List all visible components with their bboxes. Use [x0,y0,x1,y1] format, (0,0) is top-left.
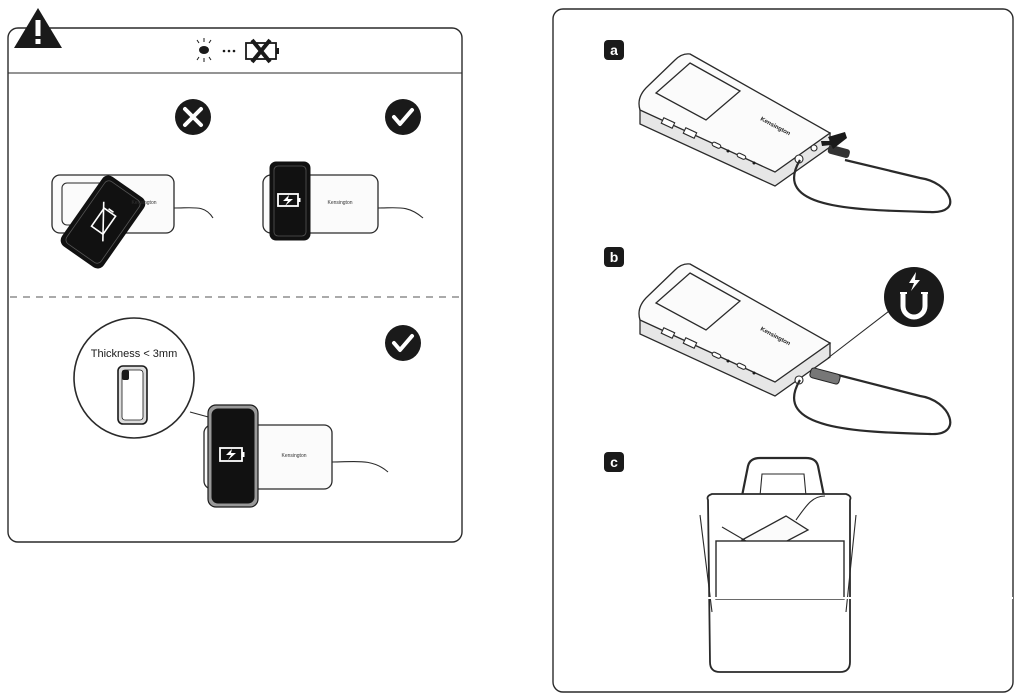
insert-arrow-icon [821,132,847,149]
step-badge-c: c [604,452,624,472]
battery-crossed-icon [90,201,117,242]
check-circle-icon [385,99,421,135]
laptop-bag-step-c [699,456,857,673]
pad-brand-label: Kensington [131,200,156,206]
step-badge-a: a [604,40,624,60]
left-panel: Thickness < 3mm Kensington Kensington Ke… [7,8,463,543]
pad-brand-label: Kensington [327,200,352,206]
dock-step-b: Kensington [638,263,952,436]
charging-battery-icon [277,193,301,207]
ellipsis-icon [222,49,236,53]
svg-text:c: c [610,454,618,470]
case-zoom-circle: Thickness < 3mm [73,317,213,439]
battery-x-icon [245,38,279,64]
right-panel: a b c Kensington [552,8,1014,693]
phone-case-icon [117,365,148,425]
step-badge-b: b [604,247,624,267]
check-circle-icon [385,325,421,361]
wireless-pad-with-case [203,404,389,508]
wireless-pad-correct [262,161,424,241]
magnet-charge-icon [884,267,944,327]
svg-text:b: b [610,249,619,265]
blinking-led-icon [196,38,212,62]
panel-gap [554,597,1013,599]
phone-tilted [60,175,146,269]
svg-text:a: a [610,42,618,58]
warning-triangle-icon [14,8,62,48]
x-circle-icon [175,99,211,135]
dock-step-a: Kensington [638,53,952,214]
charging-battery-icon [219,447,245,462]
thickness-label: Thickness < 3mm [91,348,178,360]
pad-brand-label: Kensington [281,453,306,459]
